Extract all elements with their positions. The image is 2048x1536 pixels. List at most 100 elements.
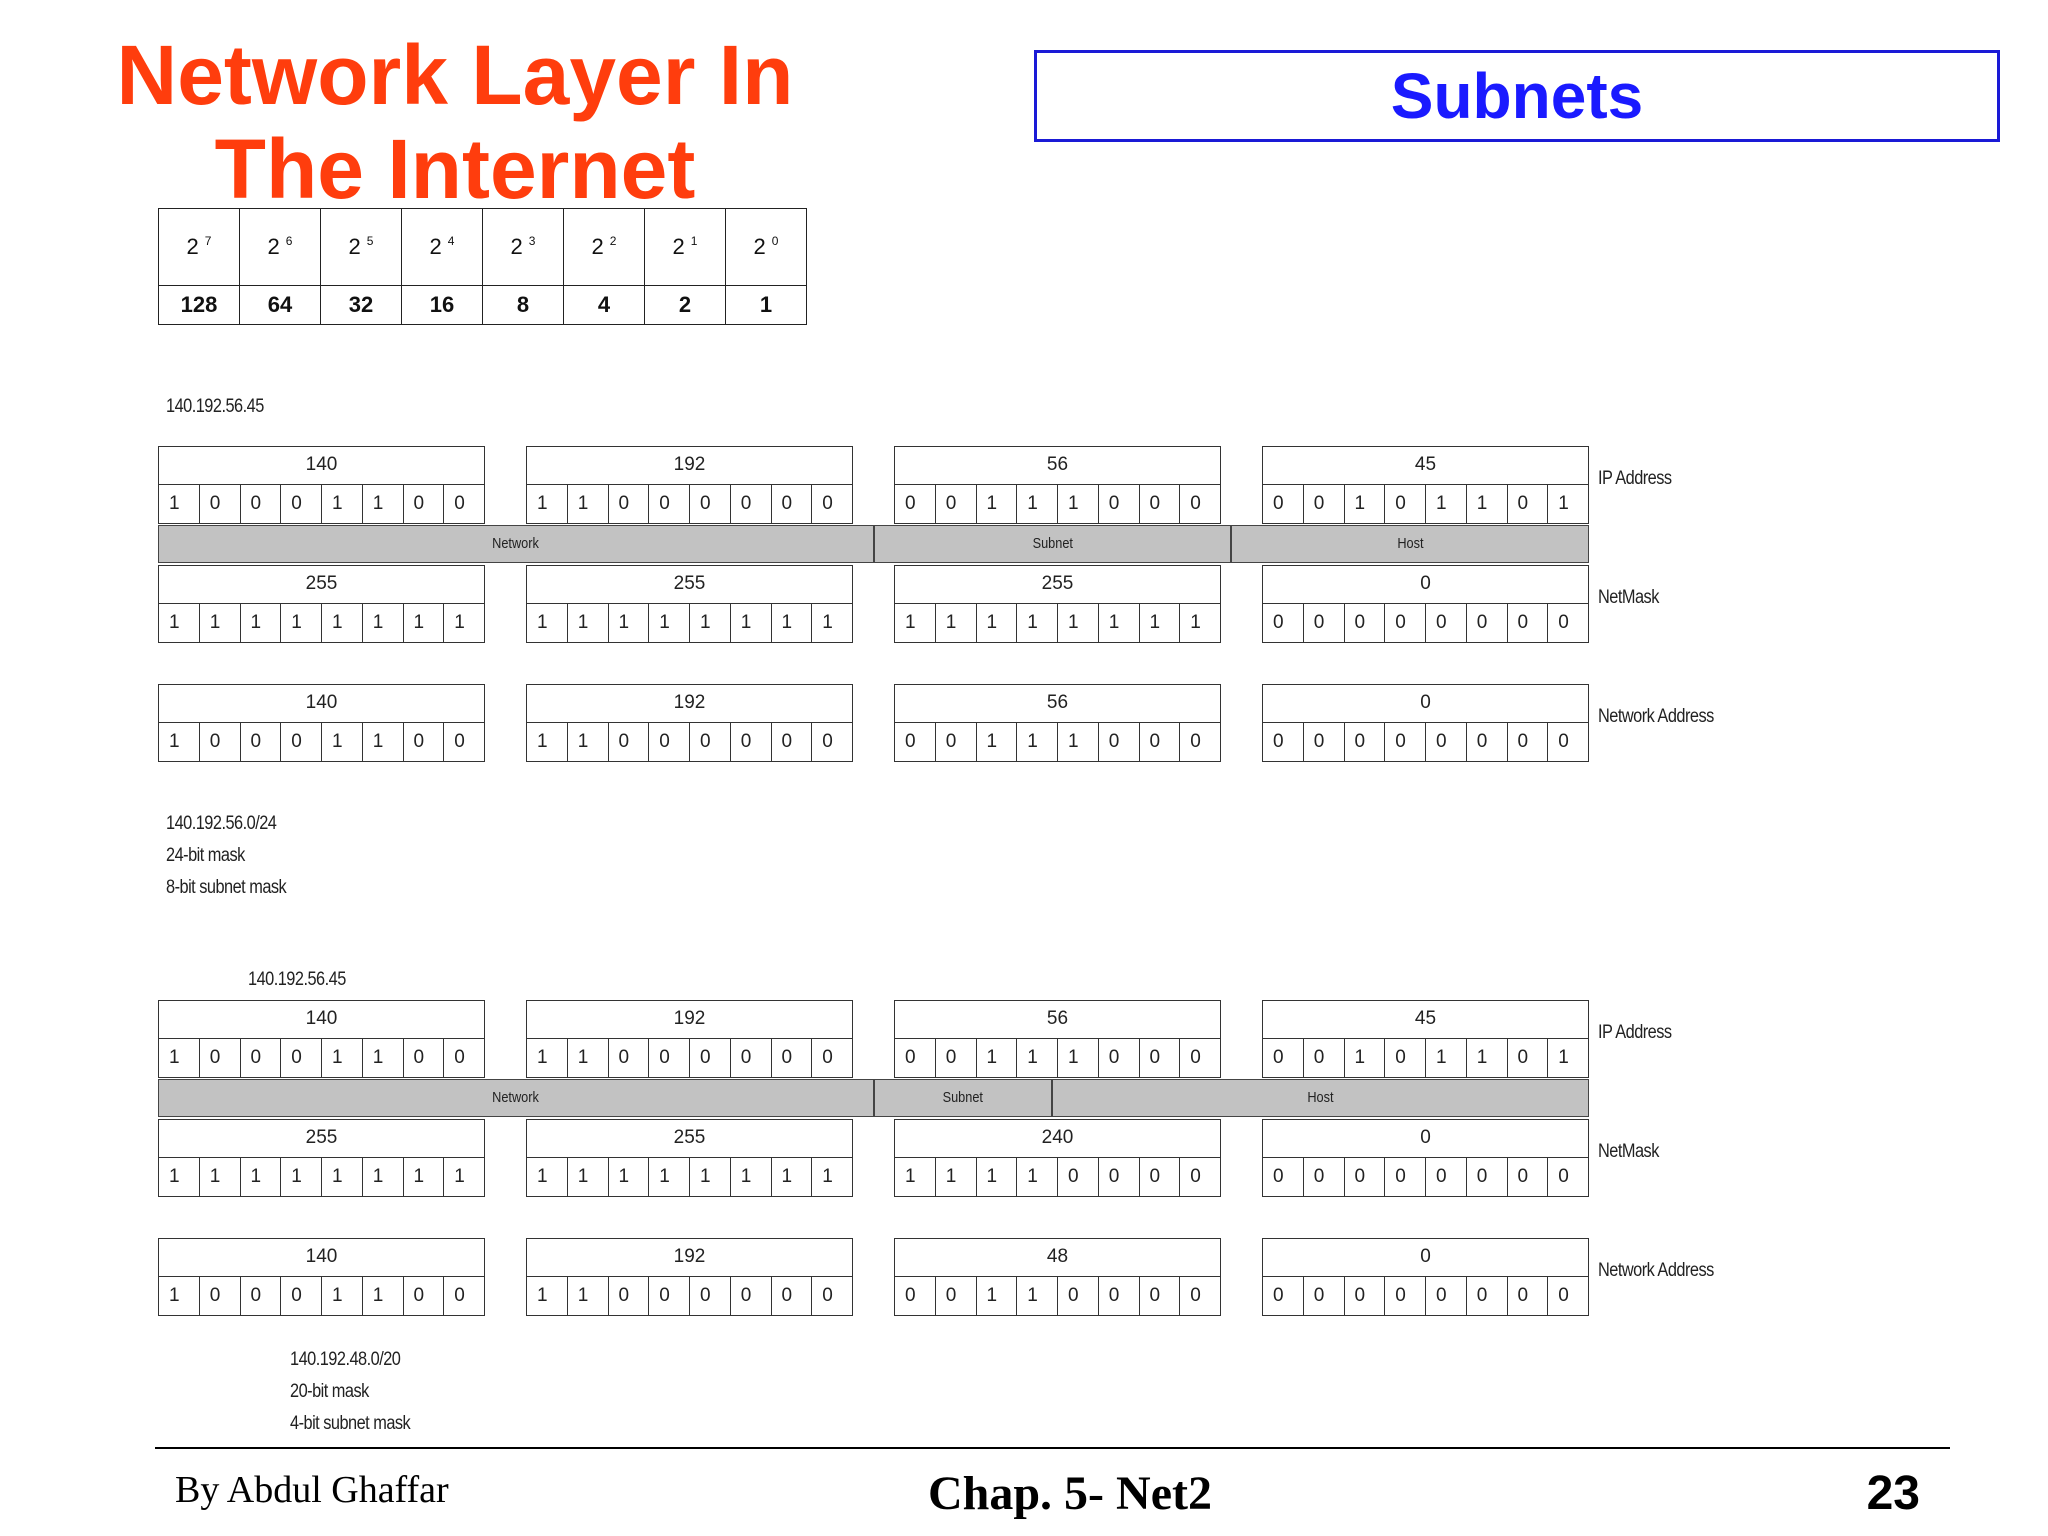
power-value-cell: 1 xyxy=(725,285,807,325)
power-base: 2 xyxy=(672,234,685,259)
bit-cell: 1 xyxy=(1425,485,1466,523)
bit-cell: 0 xyxy=(402,1039,444,1077)
bit-cell: 0 xyxy=(811,723,852,761)
power-base: 2 xyxy=(510,234,523,259)
netmask-label: NetMask xyxy=(1598,1141,1659,1162)
bit-cell: 0 xyxy=(934,485,976,523)
power-base: 2 xyxy=(753,234,766,259)
bit-cell: 1 xyxy=(321,485,362,523)
ip-caption: 140.192.56.45 xyxy=(248,969,346,990)
octet-decimal: 56 xyxy=(895,447,1220,485)
bit-cell: 0 xyxy=(607,723,649,761)
octet-decimal: 140 xyxy=(159,447,484,485)
power-value-cell: 4 xyxy=(563,285,645,325)
bit-cell: 0 xyxy=(770,1039,812,1077)
bit-cell: 1 xyxy=(239,1158,281,1196)
bit-cell: 0 xyxy=(1343,723,1385,761)
bit-cell: 1 xyxy=(361,1277,403,1315)
bit-cell: 0 xyxy=(1138,485,1180,523)
bit-cell: 1 xyxy=(169,731,180,752)
bit-cell: 0 xyxy=(905,493,916,514)
bit-cell: 0 xyxy=(402,485,444,523)
bit-cell: 0 xyxy=(1273,731,1284,752)
bit-cell: 0 xyxy=(1302,485,1344,523)
bit-cell: 0 xyxy=(905,1047,916,1068)
footer-page-number: 23 xyxy=(1866,1467,1920,1520)
bit-cell: 1 xyxy=(198,604,240,642)
bit-cell: 1 xyxy=(321,1158,362,1196)
bit-cell: 1 xyxy=(1057,1039,1098,1077)
octet-decimal: 255 xyxy=(895,566,1220,604)
segment-label: Subnet xyxy=(942,1089,984,1106)
segment-label: Network xyxy=(492,535,540,552)
bit-cell: 1 xyxy=(975,1277,1017,1315)
bit-cell: 1 xyxy=(905,1166,916,1187)
bit-cell: 0 xyxy=(1425,1277,1466,1315)
octet-decimal: 255 xyxy=(159,566,484,604)
octet-decimal: 0 xyxy=(1263,1120,1588,1158)
bit-cell: 0 xyxy=(1384,723,1425,761)
bit-cell: 0 xyxy=(1302,1277,1344,1315)
bit-cell: 0 xyxy=(811,1277,852,1315)
bit-cell: 1 xyxy=(1057,485,1098,523)
bit-cell: 0 xyxy=(443,1277,484,1315)
bit-cell: 0 xyxy=(1273,612,1284,633)
octet-decimal: 140 xyxy=(159,685,484,723)
subnet-note-line: 8-bit subnet mask xyxy=(166,877,287,898)
bit-cell: 0 xyxy=(1465,723,1507,761)
bit-cell: 0 xyxy=(729,1039,771,1077)
bit-cell: 1 xyxy=(1016,723,1057,761)
bit-cell: 1 xyxy=(169,493,180,514)
bit-cell: 0 xyxy=(1506,485,1548,523)
bit-cell: 0 xyxy=(1302,1039,1344,1077)
subnet-note-line: 4-bit subnet mask xyxy=(290,1413,411,1434)
power-exponent: 5 xyxy=(366,234,374,248)
bit-cell: 0 xyxy=(934,1277,976,1315)
bit-cell: 1 xyxy=(1179,604,1220,642)
octet-decimal: 255 xyxy=(159,1120,484,1158)
bit-cell: 1 xyxy=(1547,1039,1588,1077)
network-address-label: Network Address xyxy=(1598,1260,1714,1281)
network-address-label: Network Address xyxy=(1598,706,1714,727)
bit-cell: 0 xyxy=(1425,1158,1466,1196)
bit-cell: 0 xyxy=(443,723,484,761)
bit-cell: 1 xyxy=(934,604,976,642)
segment-bar-network: Network xyxy=(158,525,874,563)
bit-cell: 1 xyxy=(1016,1039,1057,1077)
bit-cell: 1 xyxy=(975,1158,1017,1196)
bit-cell: 0 xyxy=(443,1039,484,1077)
bit-cell: 0 xyxy=(1179,1039,1220,1077)
bit-cell: 0 xyxy=(648,723,689,761)
octet-decimal: 56 xyxy=(895,685,1220,723)
bit-cell: 0 xyxy=(1097,1158,1139,1196)
bit-cell: 1 xyxy=(975,723,1017,761)
segment-bar-host: Host xyxy=(1052,1079,1589,1117)
bit-cell: 0 xyxy=(607,1039,649,1077)
bit-cell: 0 xyxy=(1097,485,1139,523)
footer-author: By Abdul Ghaffar xyxy=(175,1469,449,1511)
power-exponent: 0 xyxy=(771,234,779,248)
bit-cell: 1 xyxy=(1343,485,1385,523)
